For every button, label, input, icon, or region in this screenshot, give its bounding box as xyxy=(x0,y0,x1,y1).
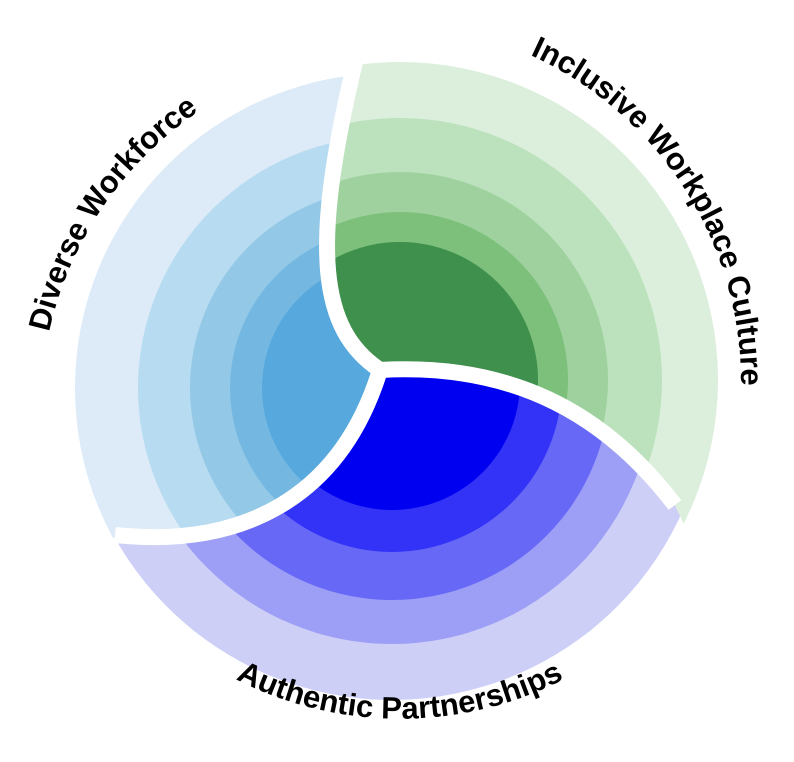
ring-diverse-workforce-5 xyxy=(262,260,380,516)
segment-dividers xyxy=(114,60,682,546)
divider-blue-green xyxy=(319,60,385,377)
divider-green-purple xyxy=(379,361,682,510)
divider-purple-blue xyxy=(114,367,388,546)
